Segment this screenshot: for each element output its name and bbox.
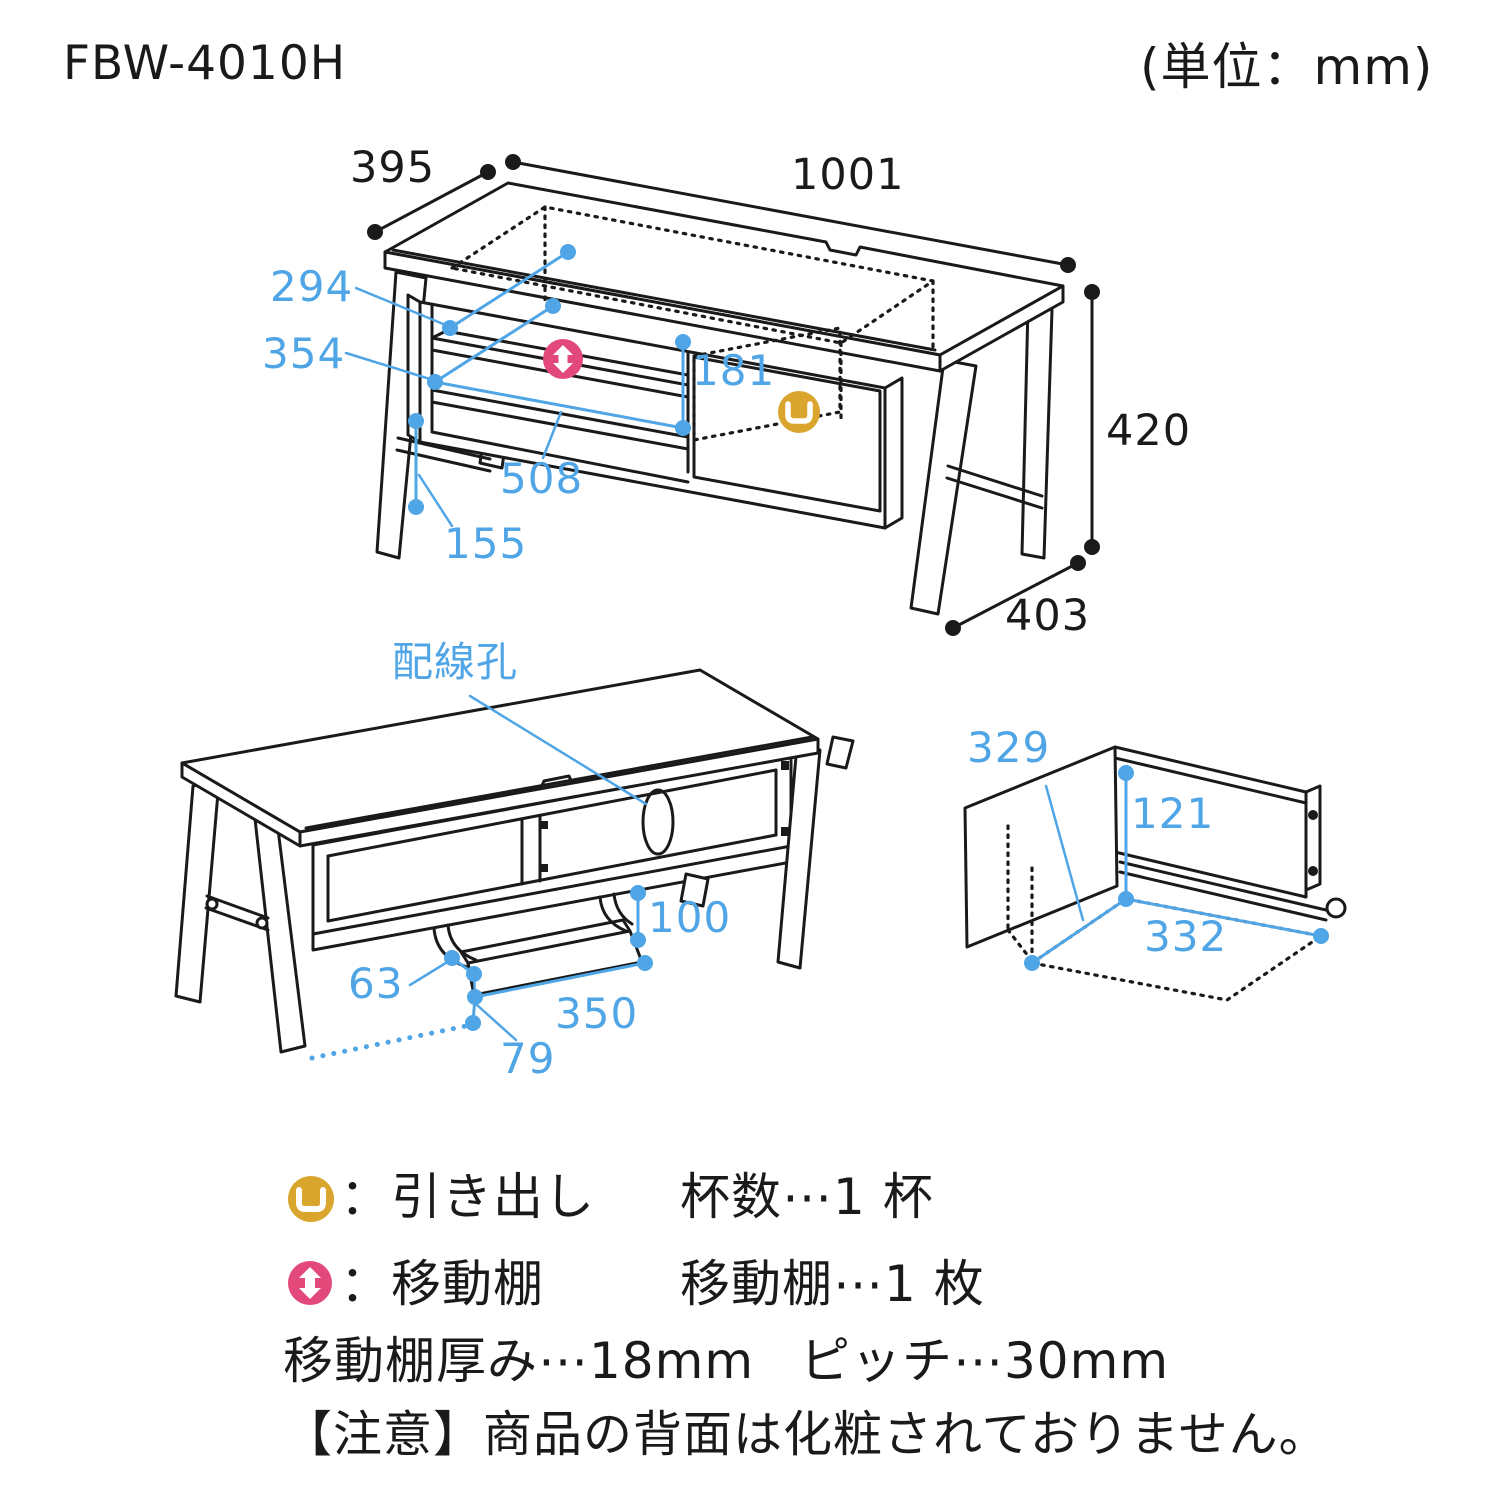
legend-drawer-count: 杯数⋯1 杯 xyxy=(680,1168,934,1226)
rail-knob xyxy=(1325,897,1347,919)
legend-note: 【注意】商品の背面は化粧されておりません。 xyxy=(283,1406,1329,1463)
dim-tray-floor-gap: 79 xyxy=(500,1034,556,1083)
dim-drawer-width: 332 xyxy=(1144,912,1228,961)
top-panel-right-edge xyxy=(938,284,1065,373)
drawer-view-drawing xyxy=(963,745,1347,1002)
drawer-front-panel xyxy=(963,745,1119,949)
dim-tray-end-offset: 63 xyxy=(348,959,404,1008)
wiring-hole xyxy=(641,788,675,856)
legend-shelf-pitch: ピッチ⋯30mm xyxy=(800,1332,1170,1390)
dim-drawer-height: 121 xyxy=(1131,789,1215,838)
main-view-drawing xyxy=(344,154,1100,636)
bv-far-leg-foot xyxy=(679,872,710,908)
dim-depth-bottom: 403 xyxy=(1005,591,1091,641)
unit-note: (単位：mm) xyxy=(1140,38,1434,96)
dim-tray-width: 350 xyxy=(555,989,639,1038)
dim-drawer-depth: 329 xyxy=(967,723,1051,772)
cable-tray xyxy=(466,929,644,997)
dimension-lines-black xyxy=(367,154,1100,636)
legend-shelf-label: ：移動棚 xyxy=(340,1255,544,1313)
bv-left-leg-a xyxy=(174,779,221,1004)
movable-shelf-icon xyxy=(543,339,583,379)
dim-leg-clearance: 155 xyxy=(444,519,528,568)
front-right-leg xyxy=(909,358,978,616)
dim-shelf-depth-upper: 294 xyxy=(270,262,354,311)
drawer-icon xyxy=(778,391,820,433)
legend-shelf-count: 移動棚⋯1 枚 xyxy=(680,1255,985,1313)
back-view-drawing xyxy=(174,668,855,1061)
carcass-right-cap xyxy=(883,376,904,530)
legend-shelf-thickness: 移動棚厚み⋯18mm xyxy=(283,1332,755,1390)
legend-shelf-icon xyxy=(288,1261,332,1305)
hidden-drawer-outline xyxy=(692,326,842,442)
legend-drawer-label: ：引き出し xyxy=(340,1168,595,1226)
wiring-hole-label: 配線孔 xyxy=(392,638,518,686)
page-title: FBW-4010H xyxy=(63,36,347,91)
sliding-door xyxy=(692,355,882,513)
dim-width: 1001 xyxy=(791,150,905,200)
dim-height: 420 xyxy=(1106,406,1192,456)
dim-depth-top: 395 xyxy=(350,143,436,193)
dim-opening-width: 508 xyxy=(500,454,584,503)
dim-hanger-height: 100 xyxy=(648,893,732,942)
back-right-leg xyxy=(1020,304,1054,560)
dim-shelf-depth-lower: 354 xyxy=(262,329,346,378)
dim-opening-height: 181 xyxy=(692,346,776,395)
measure-lines-blue xyxy=(344,244,691,528)
legend-drawer-icon xyxy=(288,1176,334,1222)
